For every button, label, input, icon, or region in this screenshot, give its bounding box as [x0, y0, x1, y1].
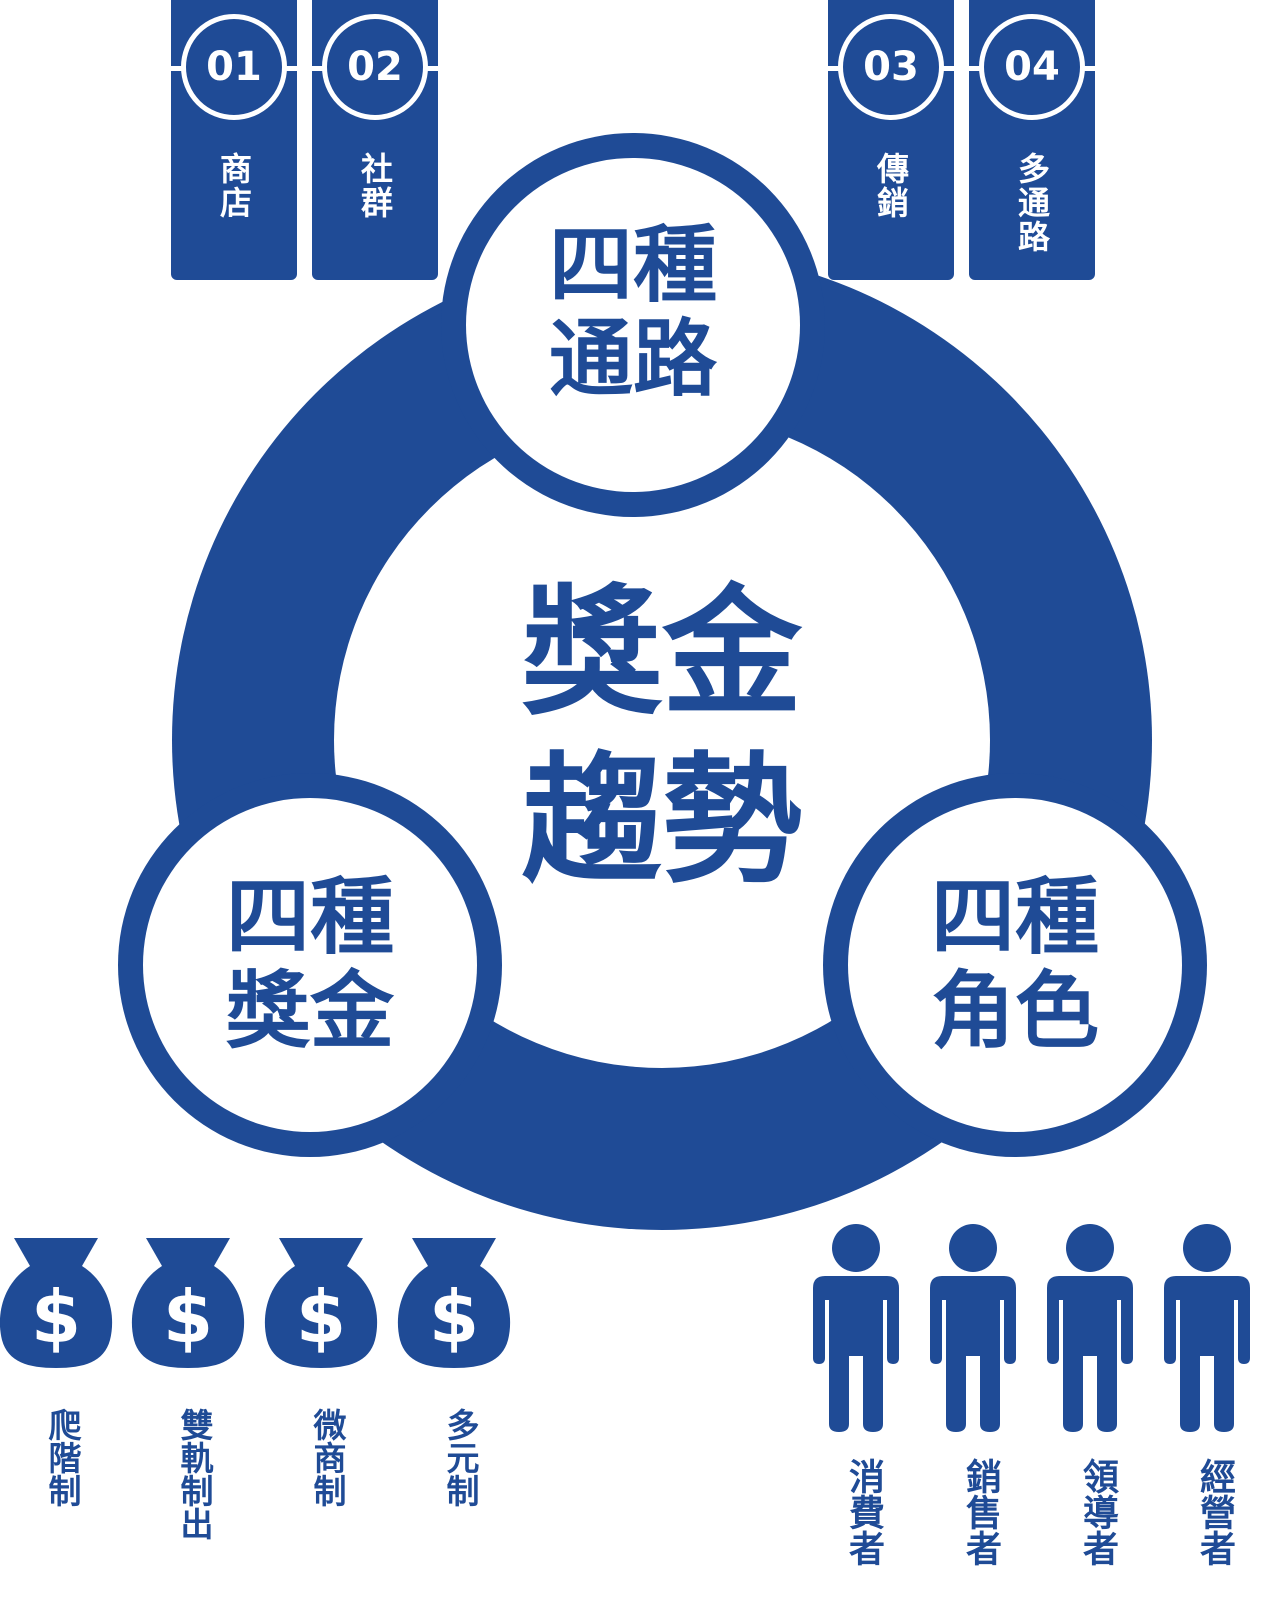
role-label: 經營者 — [1194, 1458, 1235, 1566]
role-label: 銷售者 — [960, 1458, 1001, 1566]
roles-title-line2: 角色 — [930, 962, 1099, 1061]
role-label: 領導者 — [1077, 1458, 1118, 1566]
center-title-line2: 趨勢 — [521, 740, 802, 903]
channel-label: 社群 — [356, 152, 394, 220]
person-icon — [811, 1222, 901, 1434]
channel-tab-03: 03 傳銷 — [828, 0, 954, 280]
bonus-label: 微商制 — [308, 1408, 347, 1507]
person-icon — [1045, 1222, 1135, 1434]
person-icon — [1162, 1222, 1252, 1434]
person-icon — [928, 1222, 1018, 1434]
roles-title: 四種 角色 — [848, 870, 1182, 1058]
bonus-label: 多元制 — [441, 1408, 480, 1507]
bonus-label: 爬階制 — [43, 1408, 82, 1507]
channel-number: 03 — [838, 14, 944, 120]
channel-number: 04 — [979, 14, 1085, 120]
svg-text:$: $ — [31, 1275, 81, 1359]
center-title-line1: 獎金 — [521, 572, 802, 735]
money-bag-icon: $ — [396, 1236, 512, 1370]
roles-title-line1: 四種 — [930, 868, 1099, 966]
channels-circle-inner — [466, 158, 800, 492]
money-bag-icon: $ — [0, 1236, 114, 1370]
money-bag-icon: $ — [263, 1236, 379, 1370]
channels-title-line2: 通路 — [548, 310, 717, 409]
channels-title: 四種 通路 — [466, 218, 800, 406]
bonuses-circle-inner — [143, 798, 477, 1132]
channel-number: 01 — [181, 14, 287, 120]
bonuses-title: 四種 獎金 — [143, 870, 477, 1058]
channels-title-line1: 四種 — [548, 216, 717, 314]
channel-tab-01: 01 商店 — [171, 0, 297, 280]
channel-tab-04: 04 多通路 — [969, 0, 1095, 280]
roles-circle-inner — [848, 798, 1182, 1132]
channel-label: 多通路 — [1013, 152, 1051, 254]
channel-label: 商店 — [215, 152, 253, 220]
bonuses-title-line2: 獎金 — [225, 962, 394, 1061]
channel-label: 傳銷 — [872, 152, 910, 220]
money-bag-icon: $ — [130, 1236, 246, 1370]
bonuses-title-line1: 四種 — [225, 868, 394, 966]
role-label: 消費者 — [843, 1458, 884, 1566]
svg-text:$: $ — [296, 1275, 346, 1359]
svg-text:$: $ — [429, 1275, 479, 1359]
center-title: 獎金 趨勢 — [462, 570, 862, 906]
bonus-label: 雙軌制出 — [175, 1408, 214, 1540]
channel-tab-02: 02 社群 — [312, 0, 438, 280]
svg-text:$: $ — [163, 1275, 213, 1359]
channel-number: 02 — [322, 14, 428, 120]
